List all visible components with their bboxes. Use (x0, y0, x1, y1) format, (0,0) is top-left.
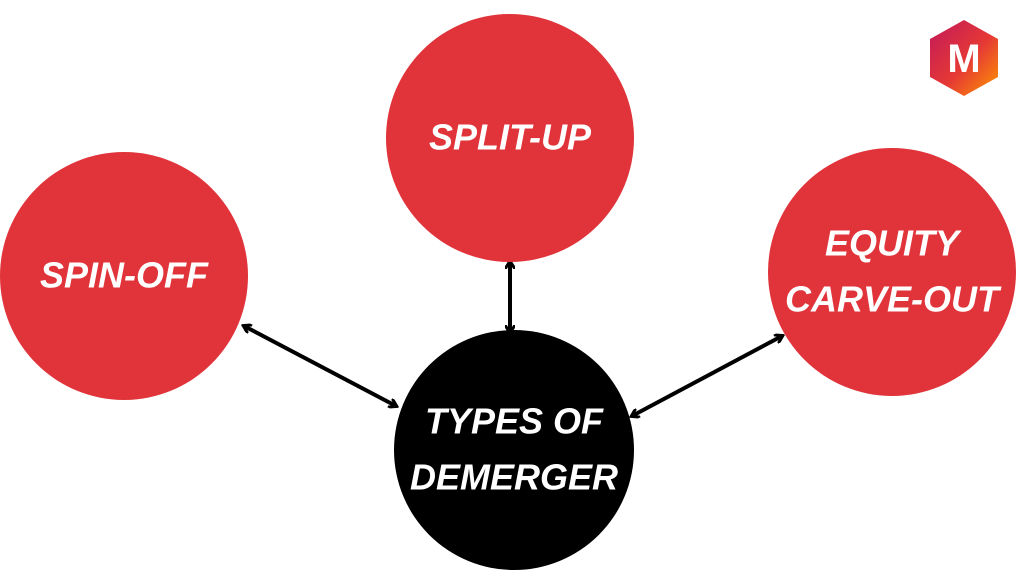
node-split-up-label: SPLIT-UP (429, 117, 592, 158)
brand-logo-letter: M (947, 37, 980, 81)
node-equity-carve-out-line2: CARVE-OUT (785, 279, 1002, 320)
node-equity-carve-out-circle (768, 148, 1016, 396)
node-spin-off-label: SPIN-OFF (40, 255, 209, 296)
node-equity-carve-out: EQUITY CARVE-OUT (768, 148, 1016, 396)
arrow-equity-carve-out (632, 336, 782, 416)
node-split-up-circle (386, 14, 634, 262)
node-spin-off: SPIN-OFF (0, 152, 248, 400)
node-center: TYPES OF DEMERGER (394, 330, 634, 570)
node-center-line1: TYPES OF (425, 401, 604, 442)
node-center-line2: DEMERGER (410, 457, 618, 498)
node-spin-off-circle (0, 152, 248, 400)
brand-logo-icon: M (930, 20, 998, 96)
node-split-up: SPLIT-UP (386, 14, 634, 262)
node-center-circle (394, 330, 634, 570)
arrow-spin-off (244, 326, 396, 406)
node-equity-carve-out-line1: EQUITY (825, 223, 962, 264)
